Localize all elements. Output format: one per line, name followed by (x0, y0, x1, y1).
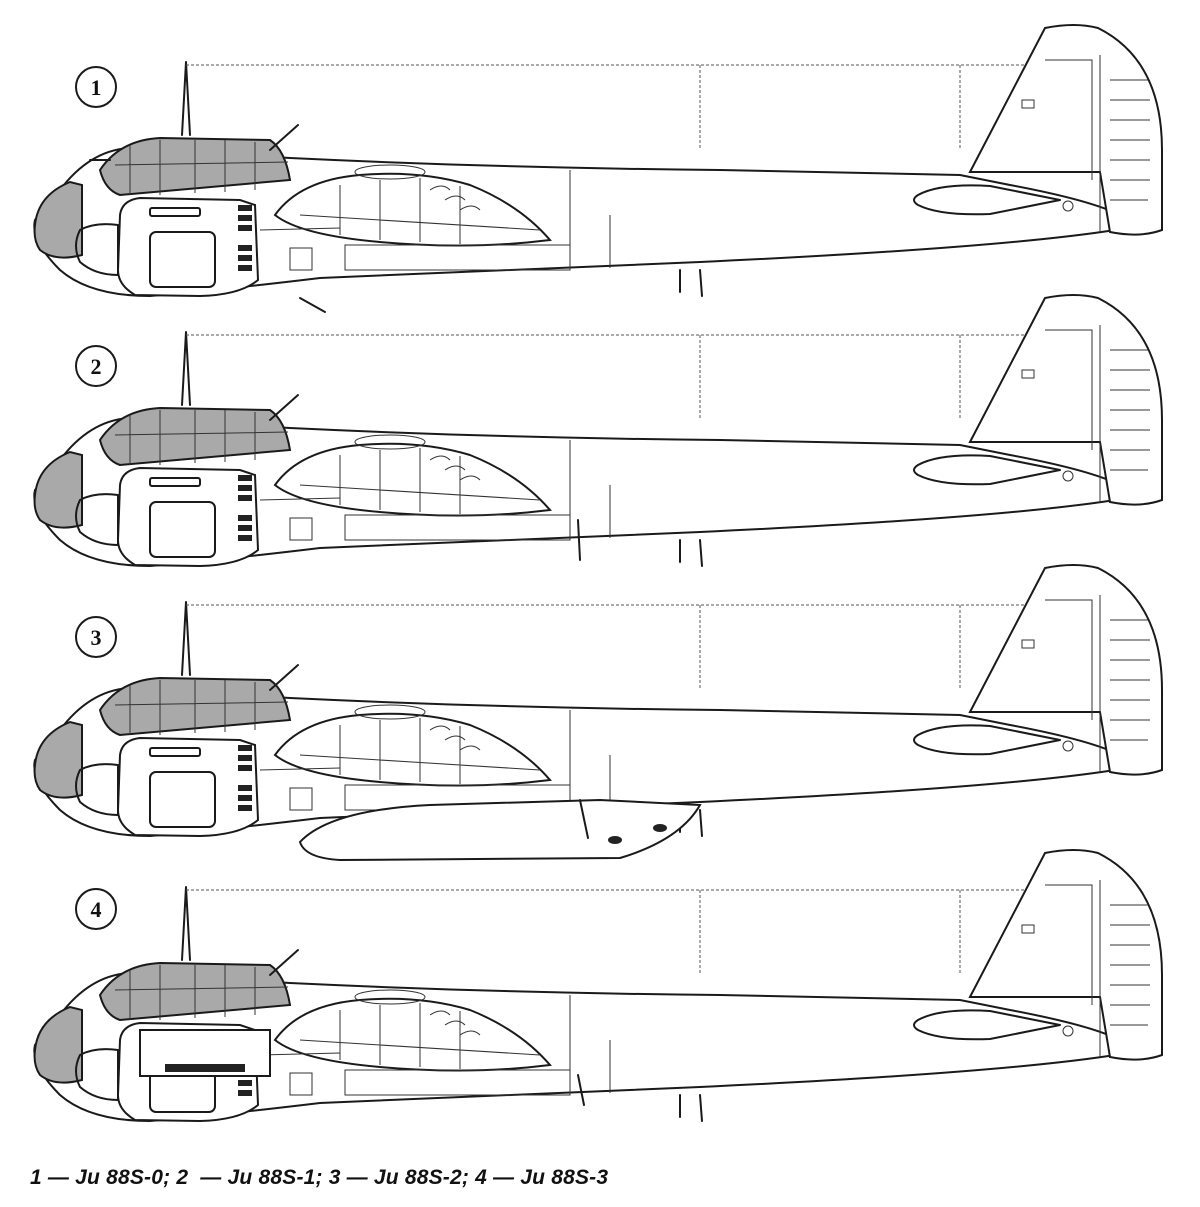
variant-number-circle-1 (75, 66, 117, 108)
aircraft-profile-3 (33, 564, 1163, 862)
variant-number-3: 3 (91, 625, 102, 650)
variant-number-4: 4 (91, 897, 102, 922)
variant-number-circle-2 (75, 345, 117, 387)
variant-number-2: 2 (91, 354, 102, 379)
aircraft-profile-4 (33, 849, 1163, 1122)
aircraft-profile-1 (33, 24, 1163, 313)
variant-number-circle-3 (75, 616, 117, 658)
figure-caption: 1 — Ju 88S-0; 2 — Ju 88S-1; 3 — Ju 88S-2… (30, 1166, 609, 1189)
variant-number-circle-4 (75, 888, 117, 930)
aircraft-profile-2 (33, 294, 1163, 567)
variant-number-1: 1 (91, 75, 102, 100)
